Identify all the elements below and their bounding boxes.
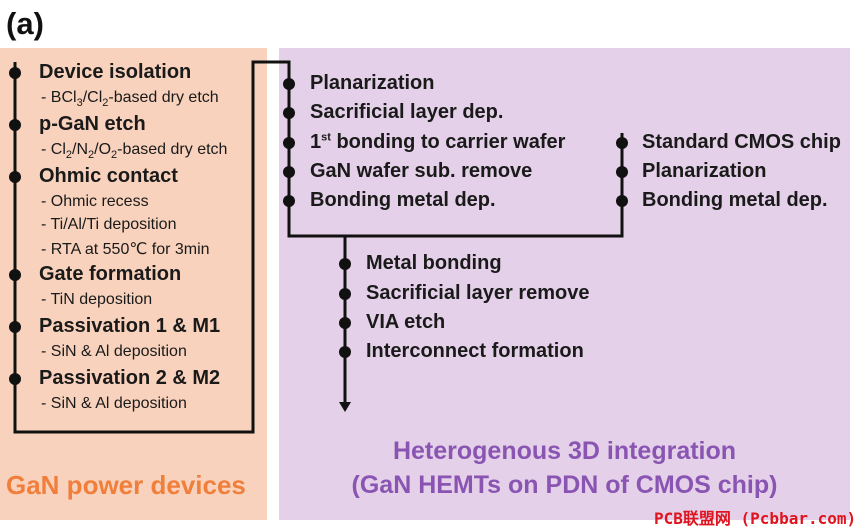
gan-step-passivation-2: Passivation 2 & M2 <box>39 367 221 389</box>
figure-label: (a) <box>6 6 44 41</box>
cmos-step: Standard CMOS chip <box>642 131 841 153</box>
step-dot <box>9 67 21 79</box>
gan-step-ohmic-contact: Ohmic contact <box>39 165 178 187</box>
step-dot <box>283 166 295 178</box>
integration-panel <box>279 48 850 520</box>
gan-step-pgan-etch: p-GaN etch <box>39 113 146 135</box>
step-dot <box>339 346 351 358</box>
gan-substep: - Cl2/N2/O2-based dry etch <box>41 141 228 162</box>
integration-label-line2: (GaN HEMTs on PDN of CMOS chip) <box>351 471 778 499</box>
step-dot <box>283 195 295 207</box>
gan-panel-label: GaN power devices <box>6 470 246 500</box>
step-dot <box>9 373 21 385</box>
gan-substep: - TiN deposition <box>41 291 153 308</box>
step-dot <box>283 107 295 119</box>
hemt-step: Planarization <box>310 72 435 94</box>
step-dot <box>339 258 351 270</box>
flow-arrowhead <box>339 402 351 412</box>
hemt-step: Bonding metal dep. <box>310 189 496 211</box>
hemt-step: GaN wafer sub. remove <box>310 160 533 182</box>
gan-substep: - Ti/Al/Ti deposition <box>41 216 177 233</box>
gan-substep: - SiN & Al deposition <box>41 343 187 360</box>
gan-step-device-isolation: Device isolation <box>39 61 192 83</box>
step-dot <box>283 137 295 149</box>
merged-step: VIA etch <box>366 311 446 333</box>
gan-panel <box>0 48 267 520</box>
step-dot <box>339 317 351 329</box>
gan-step-gate-formation: Gate formation <box>39 263 182 285</box>
step-dot <box>9 269 21 281</box>
step-dot <box>9 321 21 333</box>
cmos-step: Bonding metal dep. <box>642 189 828 211</box>
gan-substep: - BCl3/Cl2-based dry etch <box>41 89 219 110</box>
gan-substep: - SiN & Al deposition <box>41 395 187 412</box>
watermark: PCB联盟网 (Pcbbar.com) <box>654 509 855 528</box>
gan-step-passivation-1: Passivation 1 & M1 <box>39 315 221 337</box>
merged-step: Metal bonding <box>366 252 502 274</box>
merged-step: Interconnect formation <box>366 340 584 362</box>
step-dot <box>9 171 21 183</box>
step-dot <box>9 119 21 131</box>
hemt-step: Sacrificial layer dep. <box>310 101 504 123</box>
step-dot <box>616 195 628 207</box>
integration-label-line1: Heterogenous 3D integration <box>392 437 737 465</box>
cmos-step: Planarization <box>642 160 767 182</box>
step-dot <box>616 166 628 178</box>
step-dot <box>616 137 628 149</box>
gan-substep: - RTA at 550℃ for 3min <box>41 241 210 258</box>
gan-flow-line <box>13 60 345 434</box>
gan-substep: - Ohmic recess <box>41 193 149 210</box>
merged-step: Sacrificial layer remove <box>366 282 590 304</box>
step-dot <box>283 78 295 90</box>
hemt-step: 1st bonding to carrier wafer <box>310 131 566 153</box>
step-dot <box>339 288 351 300</box>
